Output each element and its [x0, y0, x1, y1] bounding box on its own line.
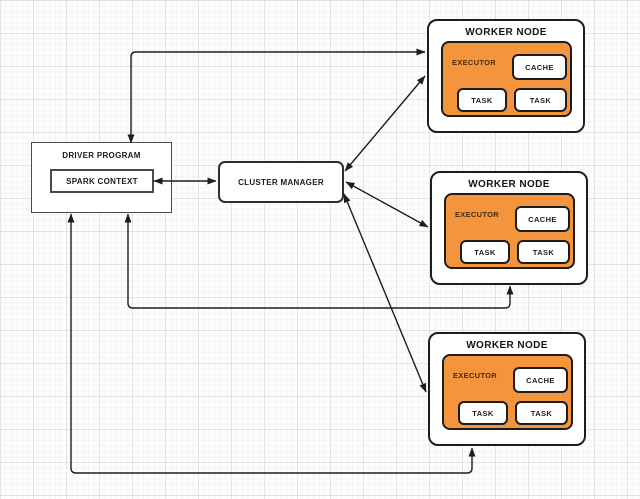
worker-node-1-label: WORKER NODE — [465, 27, 547, 38]
cache-box-3: CACHE — [513, 367, 568, 393]
executor-1-label: EXECUTOR — [452, 58, 496, 67]
driver-program-label: DRIVER PROGRAM — [62, 151, 141, 160]
connector-cluster-manager-worker-2 — [345, 181, 429, 228]
worker-node-1: WORKER NODE EXECUTOR CACHE TASK TASK — [427, 19, 585, 133]
task-box-2a: TASK — [460, 240, 510, 264]
spark-context-box: SPARK CONTEXT — [50, 169, 154, 193]
task-box-1b: TASK — [514, 88, 567, 112]
executor-2-label: EXECUTOR — [455, 210, 499, 219]
cluster-manager-label: CLUSTER MANAGER — [238, 177, 324, 187]
executor-box-2: EXECUTOR CACHE TASK TASK — [444, 193, 575, 269]
task-box-2b: TASK — [517, 240, 570, 264]
spark-context-label: SPARK CONTEXT — [66, 176, 138, 186]
connector-driver-worker-3 — [67, 213, 476, 474]
worker-node-2: WORKER NODE EXECUTOR CACHE TASK TASK — [430, 171, 588, 285]
driver-program-box: DRIVER PROGRAM SPARK CONTEXT — [31, 142, 172, 213]
connector-cluster-manager-worker-3 — [343, 193, 427, 393]
connector-cluster-manager-worker-1 — [344, 75, 426, 172]
worker-node-3-label: WORKER NODE — [466, 340, 548, 351]
connector-driver-worker-1 — [127, 48, 426, 144]
executor-3-label: EXECUTOR — [453, 371, 497, 380]
cluster-manager-box: CLUSTER MANAGER — [218, 161, 344, 203]
executor-box-1: EXECUTOR CACHE TASK TASK — [441, 41, 572, 117]
task-box-1a: TASK — [457, 88, 507, 112]
worker-node-2-label: WORKER NODE — [468, 179, 550, 190]
task-box-3a: TASK — [458, 401, 508, 425]
worker-node-3: WORKER NODE EXECUTOR CACHE TASK TASK — [428, 332, 586, 446]
executor-box-3: EXECUTOR CACHE TASK TASK — [442, 354, 573, 430]
task-box-3b: TASK — [515, 401, 568, 425]
cache-box-1: CACHE — [512, 54, 567, 80]
cache-box-2: CACHE — [515, 206, 570, 232]
